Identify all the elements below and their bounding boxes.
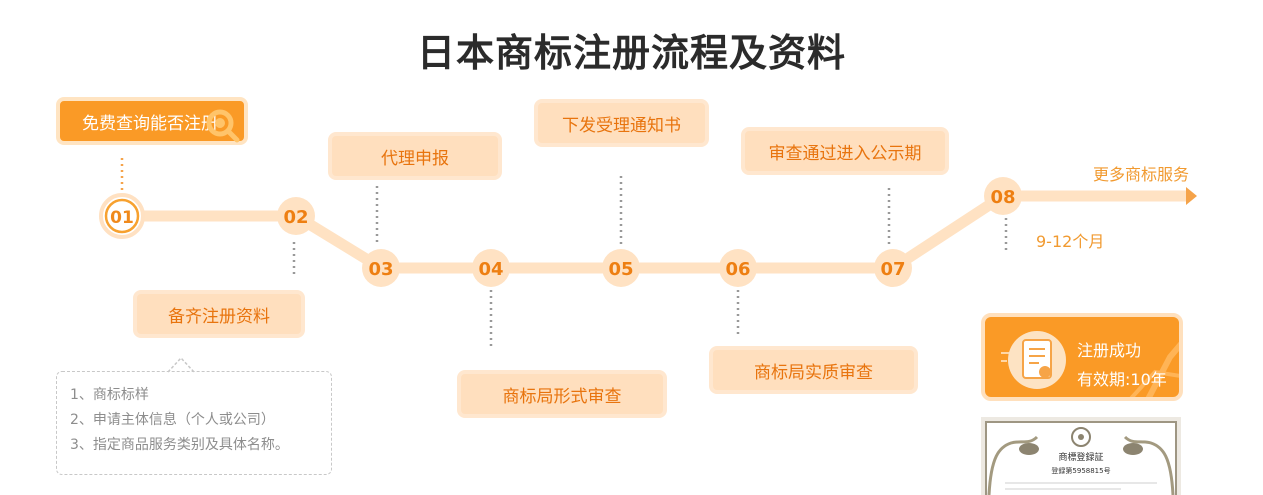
validity-text: 有效期:10年 [1077, 370, 1167, 389]
material-item-1: 1、商标标样 [70, 387, 149, 403]
success-title: 注册成功 [1077, 341, 1142, 360]
page-title: 日本商标注册流程及资料 [416, 31, 846, 75]
success-card: 注册成功 有效期:10年 [981, 313, 1183, 401]
step-label-07: 审查通过进入公示期 [741, 127, 949, 175]
step-label-03-text: 代理申报 [381, 148, 449, 169]
magnifier-icon [206, 109, 240, 143]
connectors [120, 158, 1008, 350]
step-label-01: 免费查询能否注册 [56, 97, 248, 145]
phoenix-right-icon [1123, 443, 1143, 455]
step-node-06: 06 [719, 249, 757, 287]
flow-arrow-icon [1186, 187, 1197, 205]
certificate-icon [1001, 331, 1066, 389]
step-number-05: 05 [608, 259, 633, 280]
step-node-08: 08 [984, 177, 1022, 215]
phoenix-left-icon [1019, 443, 1039, 455]
step-node-04: 04 [472, 249, 510, 287]
step-number-07: 07 [880, 259, 905, 280]
step-number-03: 03 [368, 259, 393, 280]
step-label-02-text: 备齐注册资料 [168, 306, 270, 327]
emblem-icon [1071, 427, 1091, 447]
notes-caret-icon [168, 356, 194, 373]
step-label-02: 备齐注册资料 [133, 290, 305, 338]
material-item-2: 2、申请主体信息（个人或公司） [70, 412, 275, 428]
step-number-02: 02 [283, 207, 308, 228]
step-number-06: 06 [725, 259, 750, 280]
step-label-07-text: 审查通过进入公示期 [768, 143, 922, 164]
step-label-05-text: 下发受理通知书 [562, 115, 681, 136]
step-node-07: 07 [874, 249, 912, 287]
material-item-3: 3、指定商品服务类别及具体名称。 [70, 437, 289, 453]
duration-label: 9-12个月 [1036, 232, 1105, 251]
step-label-03: 代理申报 [328, 132, 502, 180]
step-label-04: 商标局形式审查 [457, 370, 667, 418]
step-node-03: 03 [362, 249, 400, 287]
step-number-08: 08 [990, 187, 1015, 208]
step-number-01: 01 [110, 208, 134, 228]
certificate-number: 登録第5958815号 [1051, 466, 1110, 475]
step-label-06-text: 商标局实质审查 [754, 362, 873, 383]
step-label-04-text: 商标局形式审查 [502, 386, 622, 407]
step-node-02: 02 [277, 197, 315, 235]
materials-note [56, 371, 332, 475]
certificate-heading: 商標登録証 [1058, 451, 1103, 463]
step-number-04: 04 [478, 259, 503, 280]
step-label-08: 更多商标服务 [1093, 165, 1190, 184]
step-node-05: 05 [602, 249, 640, 287]
step-label-01-text: 免费查询能否注册 [82, 113, 218, 134]
step-node-01: 01 [99, 193, 145, 239]
card-decoration [1129, 341, 1179, 397]
certificate-image: 商標登録証 登録第5958815号 [981, 417, 1181, 495]
step-label-05: 下发受理通知书 [534, 99, 709, 147]
step-label-06: 商标局实质审查 [709, 346, 918, 394]
